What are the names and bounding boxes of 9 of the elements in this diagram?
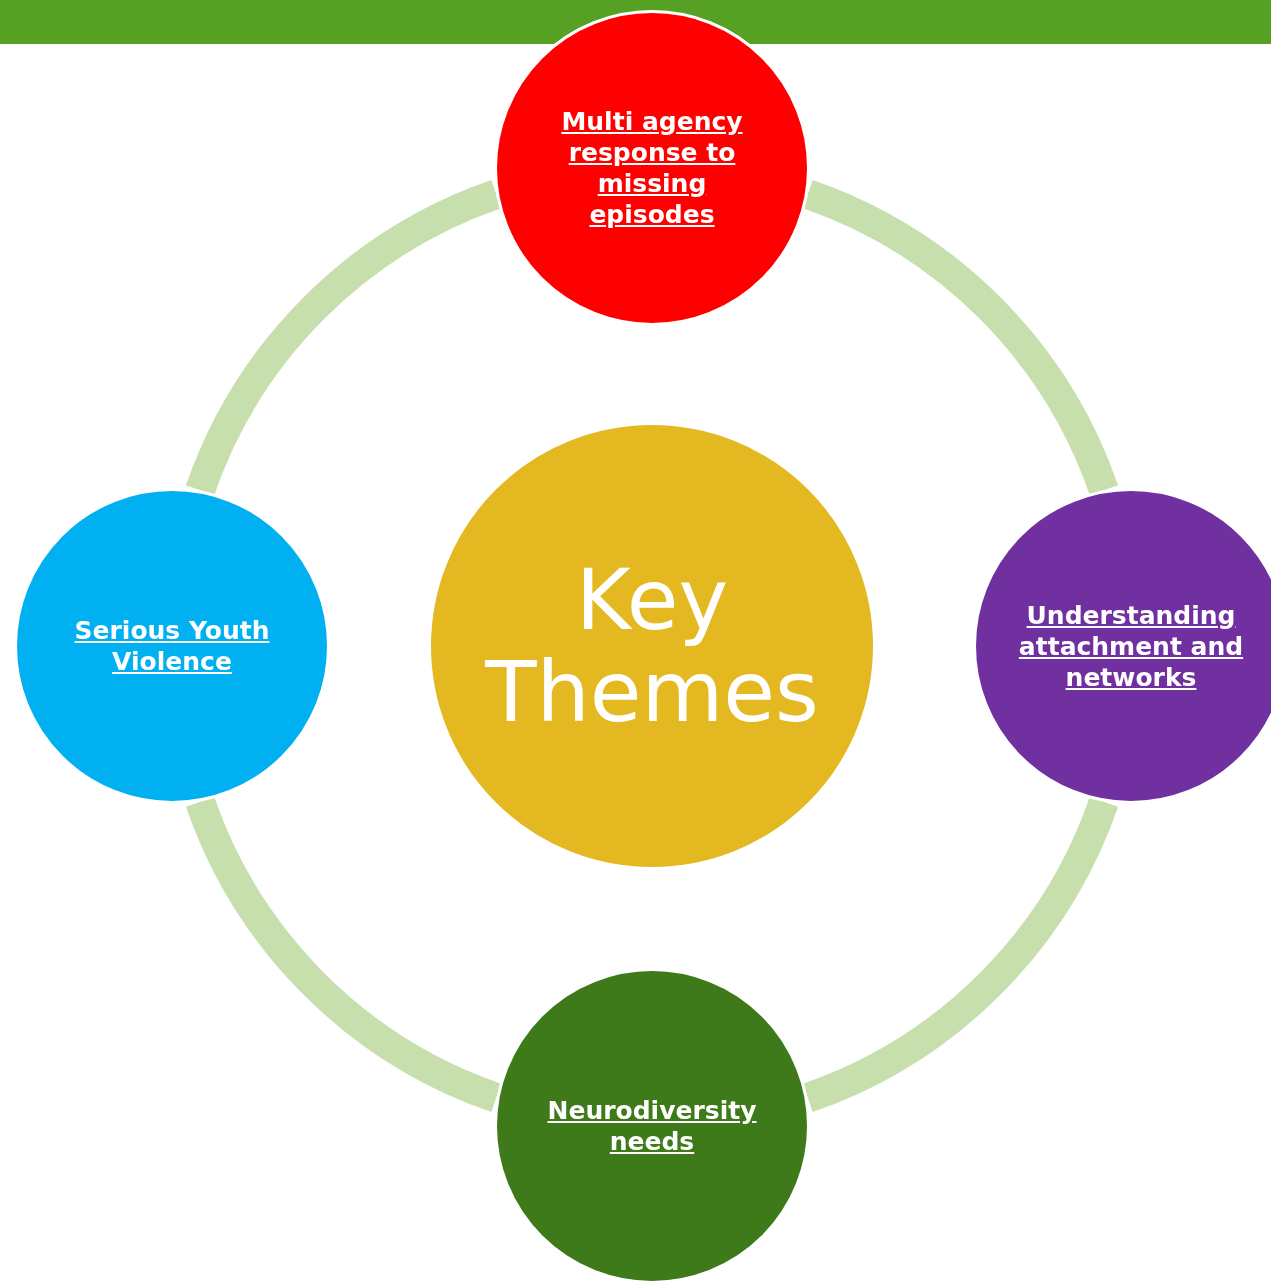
ring-connector (186, 180, 502, 496)
theme-link: Neurodiversity needs (546, 1095, 758, 1157)
theme-link: Understanding attachment and networks (1017, 599, 1245, 693)
ring-connector (802, 180, 1118, 496)
ring-connector (802, 796, 1118, 1112)
center-title: Key Themes (484, 554, 820, 738)
theme-link: Multi agency response to missing episodes (560, 106, 744, 230)
theme-link: Serious Youth Violence (73, 615, 271, 677)
ring-connector (186, 796, 502, 1112)
